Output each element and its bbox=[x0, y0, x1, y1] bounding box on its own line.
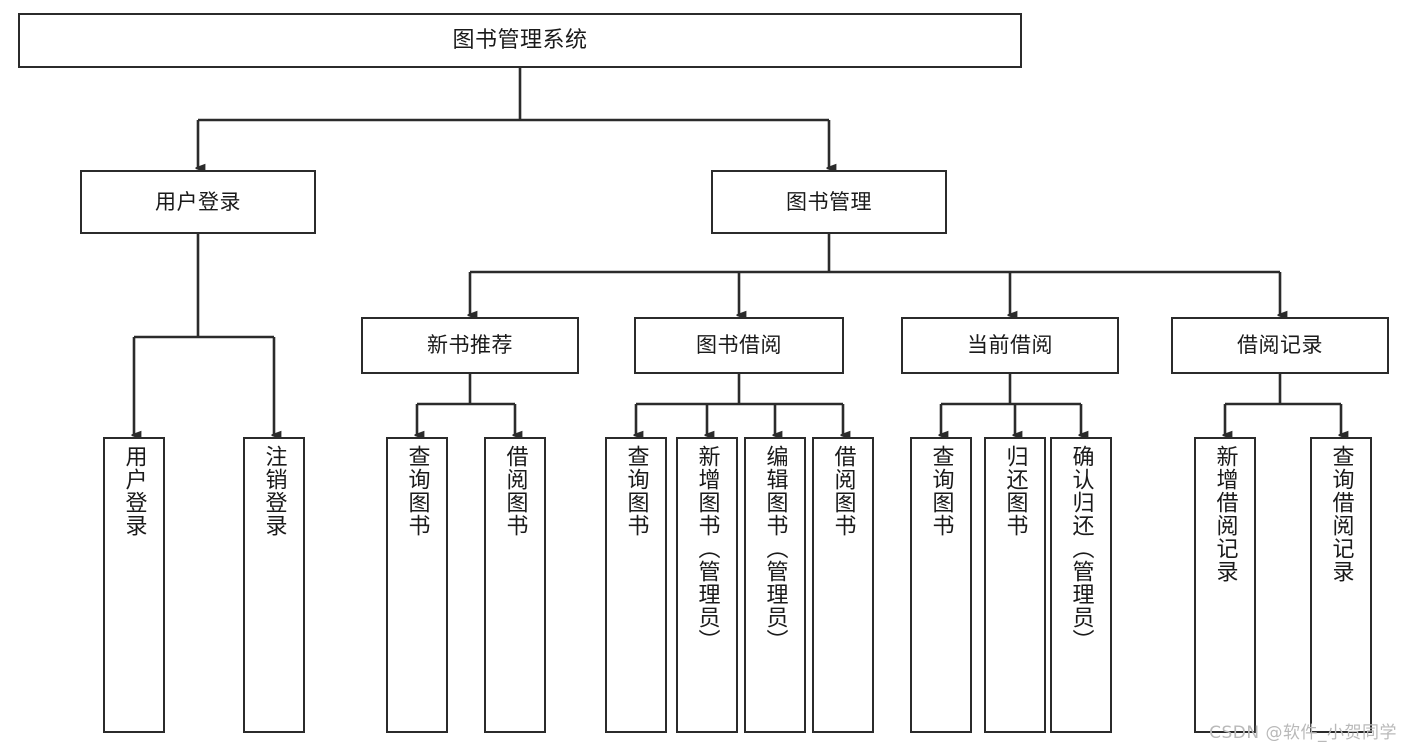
node-label: 图书管理 bbox=[786, 189, 872, 214]
node-label: 图书管理系统 bbox=[452, 27, 588, 53]
node-leaf-confirm-ret[interactable]: 确认归还（管理员） bbox=[1050, 437, 1112, 733]
node-book-borrow[interactable]: 图书借阅 bbox=[634, 317, 844, 374]
node-root[interactable]: 图书管理系统 bbox=[18, 13, 1022, 68]
node-label: 图书借阅 bbox=[696, 333, 782, 358]
node-label: 借阅记录 bbox=[1237, 333, 1323, 358]
node-leaf-query-book-3[interactable]: 查询图书 bbox=[910, 437, 972, 733]
node-label: 当前借阅 bbox=[967, 333, 1053, 358]
node-label: 借阅图书 bbox=[502, 445, 528, 537]
node-leaf-borrow-book-1[interactable]: 借阅图书 bbox=[484, 437, 546, 733]
node-leaf-user-login[interactable]: 用户登录 bbox=[103, 437, 165, 733]
node-label: 注销登录 bbox=[261, 445, 287, 537]
node-label: 归还图书 bbox=[1002, 445, 1028, 537]
node-label: 编辑图书（管理员） bbox=[762, 445, 788, 652]
node-leaf-query-book-1[interactable]: 查询图书 bbox=[386, 437, 448, 733]
node-leaf-user-logout[interactable]: 注销登录 bbox=[243, 437, 305, 733]
node-leaf-query-record[interactable]: 查询借阅记录 bbox=[1310, 437, 1372, 733]
node-label: 用户登录 bbox=[121, 445, 147, 537]
node-leaf-edit-book[interactable]: 编辑图书（管理员） bbox=[744, 437, 806, 733]
node-borrow-record[interactable]: 借阅记录 bbox=[1171, 317, 1389, 374]
node-book-manage[interactable]: 图书管理 bbox=[711, 170, 947, 234]
watermark-text: CSDN @软件_小贺同学 bbox=[1209, 723, 1397, 743]
node-label: 新增借阅记录 bbox=[1212, 445, 1238, 583]
node-leaf-add-record[interactable]: 新增借阅记录 bbox=[1194, 437, 1256, 733]
node-label: 用户登录 bbox=[155, 189, 241, 214]
node-label: 查询图书 bbox=[404, 445, 430, 537]
node-user-login[interactable]: 用户登录 bbox=[80, 170, 316, 234]
node-label: 确认归还（管理员） bbox=[1068, 445, 1094, 652]
node-label: 查询图书 bbox=[928, 445, 954, 537]
node-label: 查询借阅记录 bbox=[1328, 445, 1354, 583]
node-label: 新增图书（管理员） bbox=[694, 445, 720, 652]
node-leaf-add-book[interactable]: 新增图书（管理员） bbox=[676, 437, 738, 733]
node-label: 新书推荐 bbox=[427, 333, 513, 358]
node-leaf-return-book[interactable]: 归还图书 bbox=[984, 437, 1046, 733]
node-leaf-borrow-book-2[interactable]: 借阅图书 bbox=[812, 437, 874, 733]
node-current-borrow[interactable]: 当前借阅 bbox=[901, 317, 1119, 374]
node-label: 借阅图书 bbox=[830, 445, 856, 537]
node-leaf-query-book-2[interactable]: 查询图书 bbox=[605, 437, 667, 733]
node-new-book-rec[interactable]: 新书推荐 bbox=[361, 317, 579, 374]
node-label: 查询图书 bbox=[623, 445, 649, 537]
